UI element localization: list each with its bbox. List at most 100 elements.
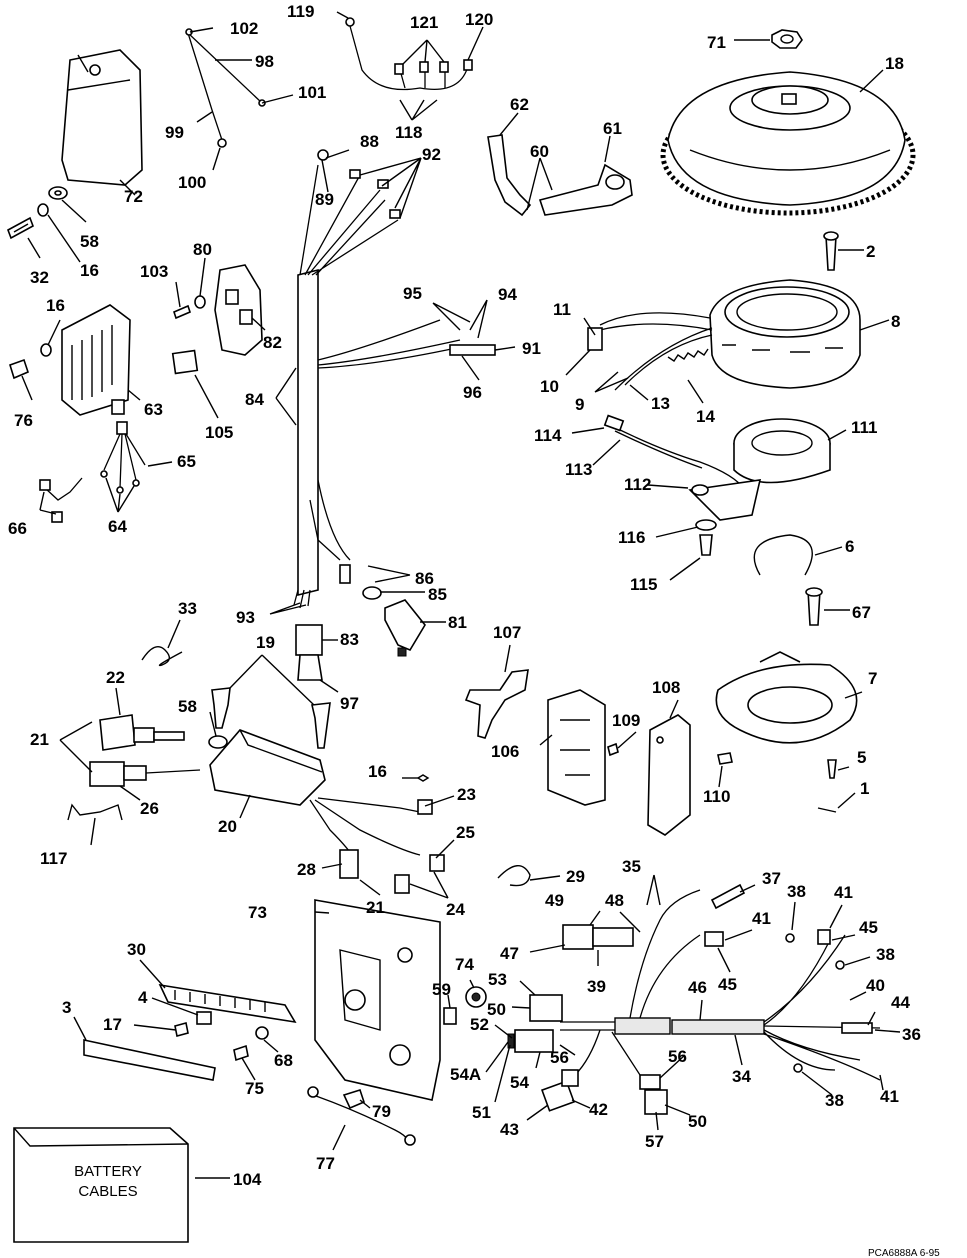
- label-121: 121: [410, 13, 438, 32]
- battery-cables-line2: CABLES: [78, 1183, 137, 1200]
- part-58b-washer: [208, 735, 228, 749]
- label-99: 99: [165, 123, 184, 142]
- label-104: 104: [233, 1170, 262, 1189]
- label-6: 6: [845, 537, 854, 556]
- label-74: 74: [455, 955, 474, 974]
- part-84-harness: [293, 149, 496, 609]
- drawing-number: PCA6888A 6-95: [868, 1248, 940, 1258]
- label-66: 66: [8, 519, 27, 538]
- label-45-right: 45: [859, 918, 878, 937]
- label-110: 110: [703, 787, 730, 806]
- label-54: 54: [510, 1073, 529, 1092]
- label-73: 73: [248, 903, 267, 922]
- label-25: 25: [456, 823, 475, 842]
- part-59-fitting: [443, 1007, 457, 1025]
- label-102: 102: [230, 19, 258, 38]
- label-44: 44: [891, 993, 910, 1012]
- label-52: 52: [470, 1015, 489, 1034]
- part-26-sensor: [89, 761, 201, 787]
- label-83: 83: [340, 630, 359, 649]
- label-77: 77: [316, 1154, 335, 1173]
- label-103: 103: [140, 262, 168, 281]
- label-7: 7: [868, 669, 877, 688]
- label-91: 91: [522, 339, 541, 358]
- label-76: 76: [14, 411, 33, 430]
- part-118-harness: [345, 17, 473, 91]
- part-106-bracket: [547, 689, 606, 806]
- label-98: 98: [255, 52, 274, 71]
- label-24: 24: [446, 900, 465, 919]
- part-19-screw-a: [211, 687, 231, 729]
- label-117: 117: [40, 849, 67, 868]
- label-51: 51: [472, 1103, 491, 1122]
- label-19: 19: [256, 633, 275, 652]
- part-1-clip: [817, 807, 837, 813]
- label-68: 68: [274, 1051, 293, 1070]
- label-48: 48: [605, 891, 624, 910]
- label-95: 95: [403, 284, 422, 303]
- callout-labels: 119 121 120 102 98 101 99 100 118 72 58 …: [8, 2, 921, 1189]
- label-28: 28: [297, 860, 316, 879]
- label-50-low: 50: [688, 1112, 707, 1131]
- label-113: 113: [565, 460, 592, 479]
- label-16-low: 16: [368, 762, 387, 781]
- part-32-screw: [7, 216, 34, 240]
- label-29: 29: [566, 867, 585, 886]
- label-42: 42: [589, 1100, 608, 1119]
- label-71: 71: [707, 33, 726, 52]
- part-72-module: [61, 49, 143, 186]
- part-34-harness: [560, 883, 881, 1081]
- part-81-relay: [384, 599, 426, 657]
- label-39: 39: [587, 977, 606, 996]
- part-98-lead: [185, 28, 266, 148]
- part-20-power-pack: [209, 729, 445, 894]
- label-119: 119: [287, 2, 314, 21]
- part-16c-washer: [416, 774, 430, 782]
- label-81: 81: [448, 613, 467, 632]
- label-10: 10: [540, 377, 559, 396]
- label-30: 30: [127, 940, 146, 959]
- label-16-top: 16: [80, 261, 99, 280]
- label-94: 94: [498, 285, 517, 304]
- part-33-clip: [141, 646, 183, 667]
- label-57: 57: [645, 1132, 664, 1151]
- label-58-top: 58: [80, 232, 99, 251]
- label-9: 9: [575, 395, 584, 414]
- label-16-mid: 16: [46, 296, 65, 315]
- label-4: 4: [138, 988, 148, 1007]
- label-111: 111: [851, 418, 878, 437]
- label-97: 97: [340, 694, 359, 713]
- label-53: 53: [488, 970, 507, 989]
- part-29-clip: [497, 865, 531, 887]
- part-49-connector: [562, 924, 634, 950]
- part-80-washer: [194, 295, 206, 309]
- label-26: 26: [140, 799, 159, 818]
- part-16b-washer: [40, 343, 52, 357]
- label-88: 88: [360, 132, 379, 151]
- part-16-lockwasher: [37, 203, 49, 217]
- label-107: 107: [493, 623, 521, 642]
- part-113-lead: [603, 414, 746, 491]
- label-1: 1: [860, 779, 869, 798]
- part-66-leads: [39, 477, 83, 523]
- label-56-right: 56: [668, 1047, 687, 1066]
- part-85-grommet: [362, 586, 382, 600]
- part-107-bracket: [464, 669, 529, 739]
- label-112: 112: [624, 475, 651, 494]
- label-80: 80: [193, 240, 212, 259]
- label-89: 89: [315, 190, 334, 209]
- part-14-spring: [667, 348, 709, 362]
- part-58-washer: [48, 186, 68, 200]
- label-47: 47: [500, 944, 519, 963]
- part-75-screw: [233, 1044, 249, 1062]
- label-60: 60: [530, 142, 549, 161]
- part-111-coil: [733, 418, 831, 484]
- label-43: 43: [500, 1120, 519, 1139]
- label-75: 75: [245, 1079, 264, 1098]
- label-63: 63: [144, 400, 163, 419]
- label-50-top: 50: [487, 1000, 506, 1019]
- label-21-left: 21: [30, 730, 49, 749]
- label-40: 40: [866, 976, 885, 995]
- label-46: 46: [688, 978, 707, 997]
